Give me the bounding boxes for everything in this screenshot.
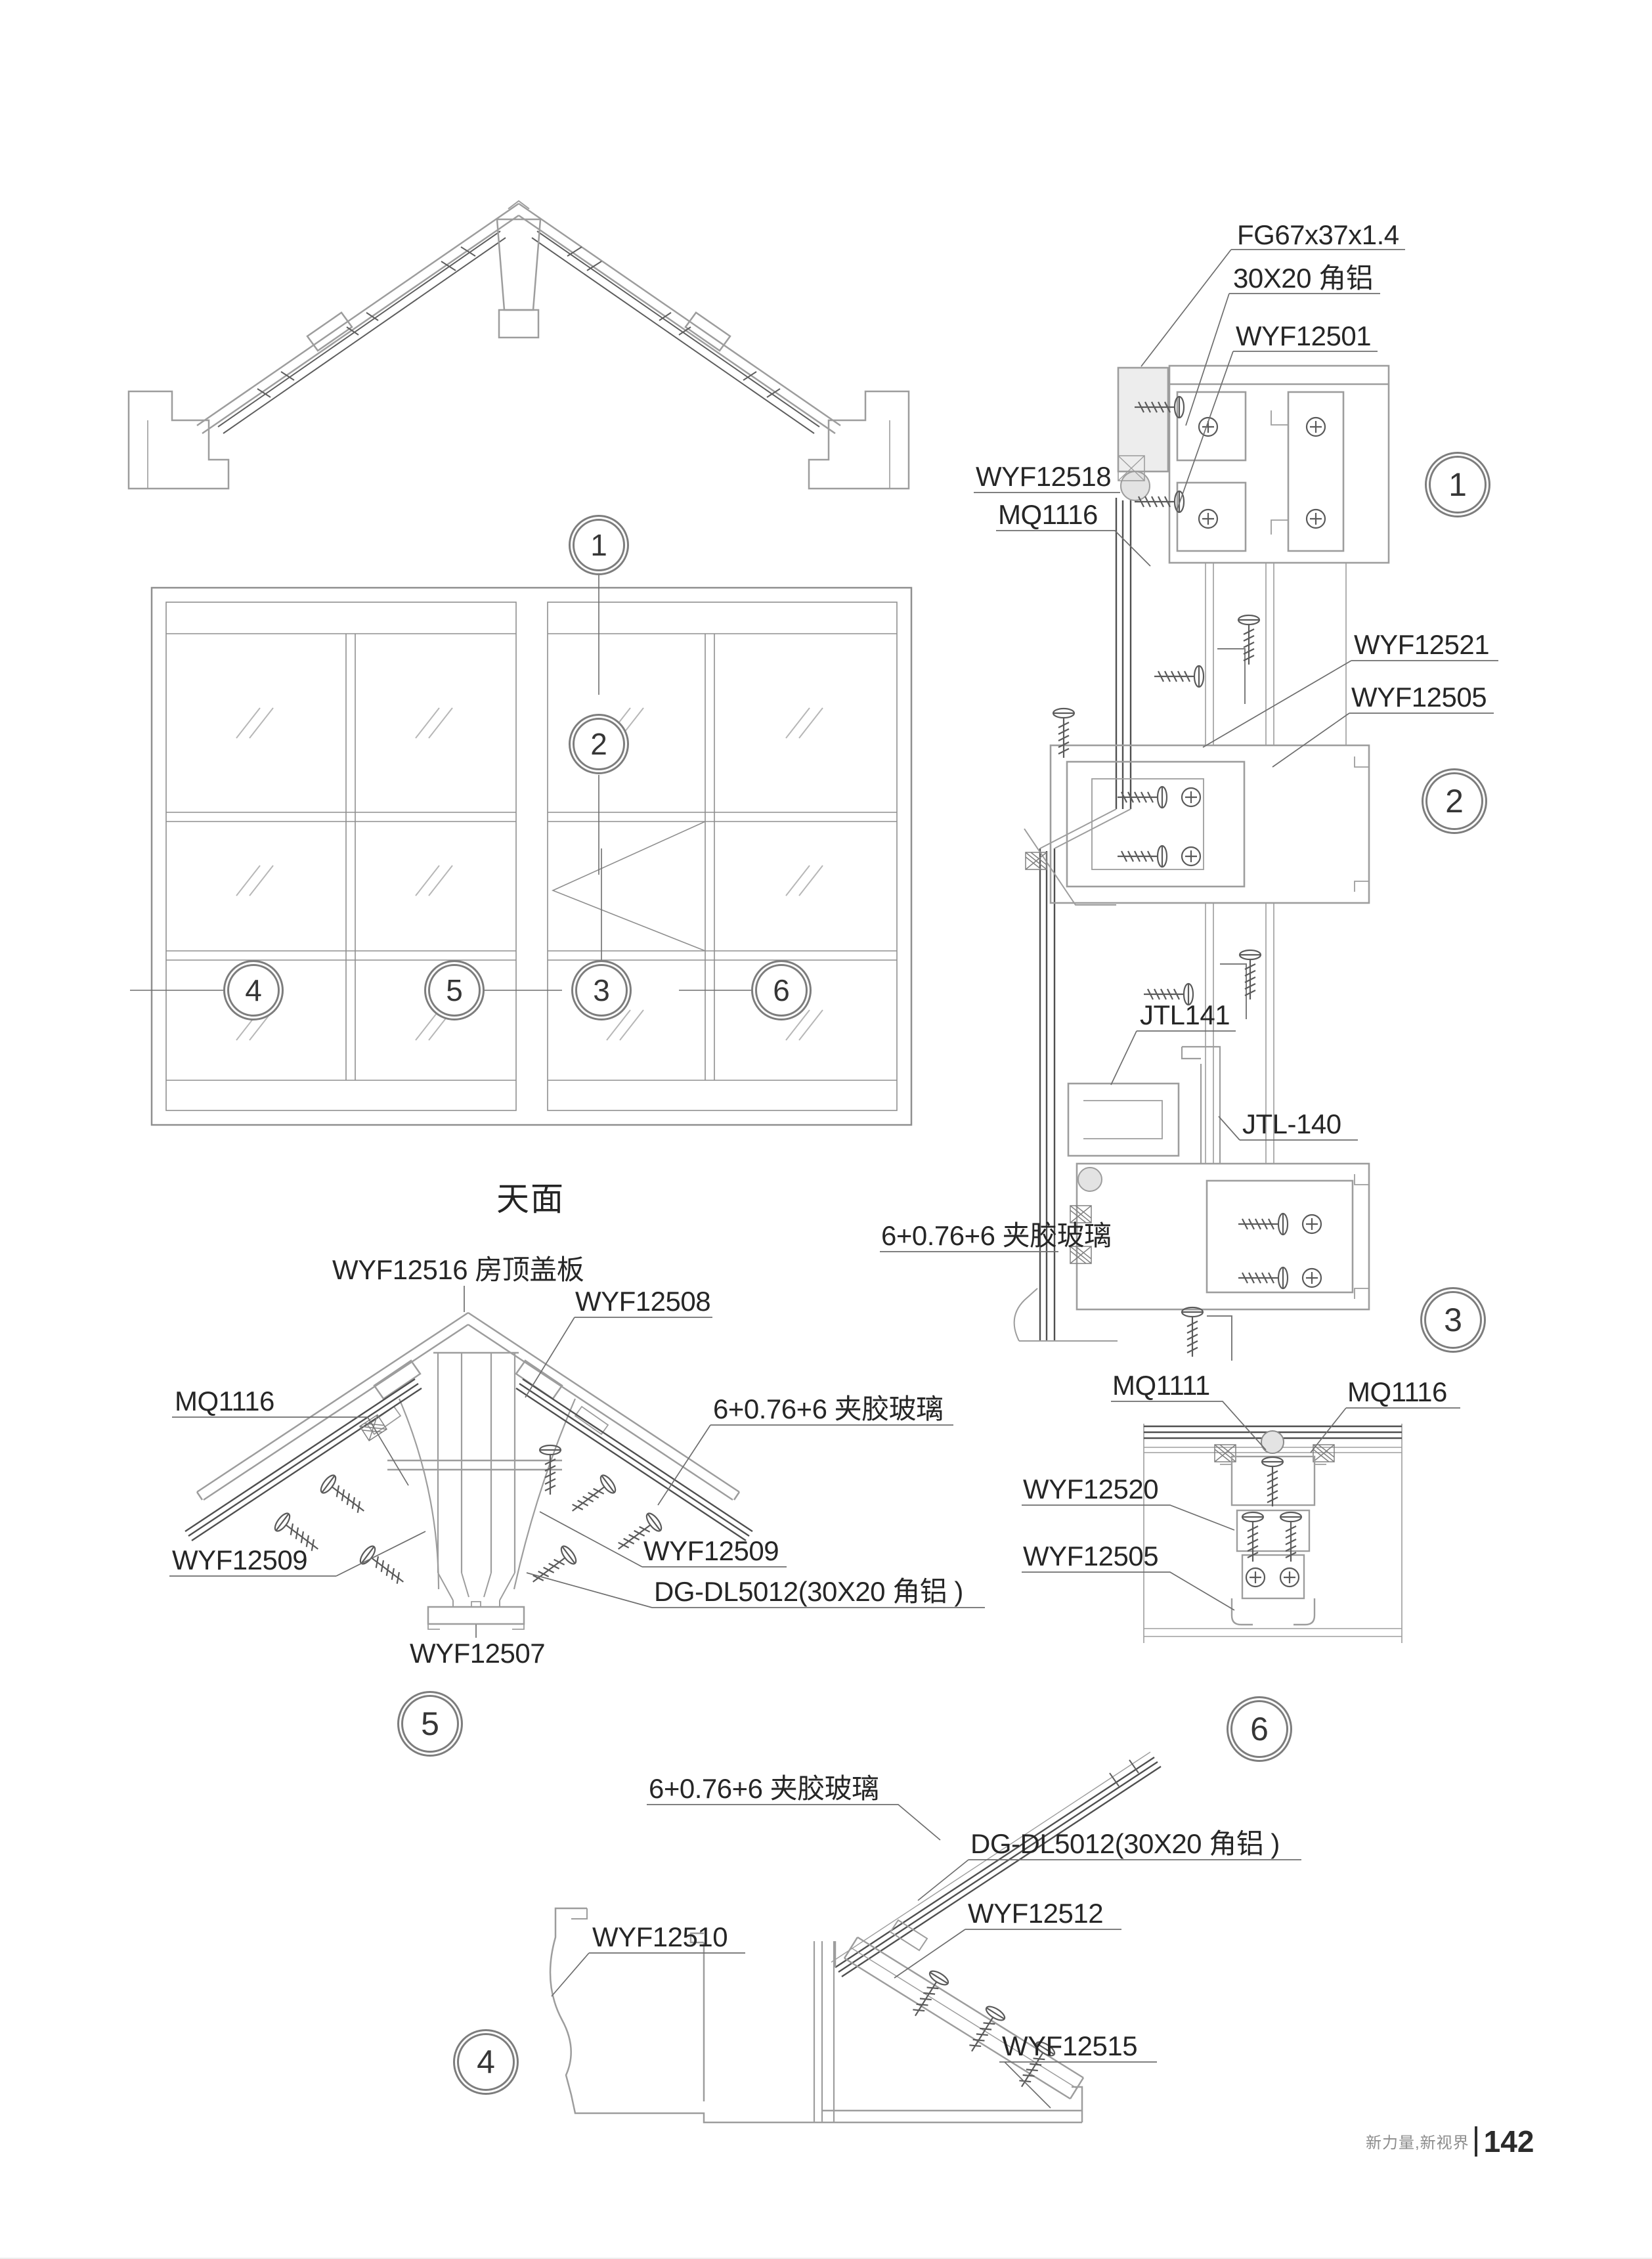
detail-marker-5: 5 bbox=[397, 1691, 463, 1757]
right-section-drawing bbox=[1013, 364, 1390, 1361]
label-wyf12505-d2: WYF12505 bbox=[1351, 682, 1487, 713]
detail-marker-3: 3 bbox=[1420, 1287, 1486, 1353]
label-wyf12518: WYF12518 bbox=[976, 461, 1112, 492]
label-mq1111: MQ1111 bbox=[1112, 1370, 1210, 1401]
plan-title: 天面 bbox=[496, 1181, 565, 1217]
label-wyf12512: WYF12512 bbox=[968, 1898, 1104, 1929]
plan-marker-leaders bbox=[130, 575, 751, 991]
detail-5-ridge-drawing bbox=[185, 1311, 753, 1630]
label-wyf12515: WYF12515 bbox=[1002, 2030, 1138, 2061]
plan-marker-2: 2 bbox=[569, 714, 629, 774]
plan-marker-4: 4 bbox=[223, 960, 284, 1020]
roof-ridge-section-drawing bbox=[127, 200, 910, 490]
label-dg-dl5012-d5: DG-DL5012(30X20 角铝 ) bbox=[654, 1576, 963, 1607]
footer-slogan: 新力量,新视界 bbox=[1366, 2134, 1469, 2152]
label-wyf12509-left: WYF12509 bbox=[172, 1545, 308, 1575]
label-wyf12507: WYF12507 bbox=[410, 1638, 546, 1669]
label-laminated-glass-d4: 6+0.76+6 夹胶玻璃 bbox=[649, 1773, 879, 1804]
label-jtl141: JTL141 bbox=[1140, 999, 1230, 1030]
detail-marker-2: 2 bbox=[1422, 768, 1487, 834]
detail-marker-4: 4 bbox=[453, 2029, 519, 2095]
label-laminated-glass-d5: 6+0.76+6 夹胶玻璃 bbox=[713, 1393, 944, 1424]
detail-marker-1: 1 bbox=[1425, 452, 1490, 517]
footer: 新力量,新视界 142 bbox=[1366, 2126, 1534, 2157]
plan-view-drawing bbox=[130, 575, 913, 1126]
footer-page-number: 142 bbox=[1483, 2124, 1534, 2159]
plan-marker-5: 5 bbox=[424, 960, 485, 1020]
label-laminated-glass-d3: 6+0.76+6 夹胶玻璃 bbox=[881, 1220, 1112, 1251]
label-wyf12508: WYF12508 bbox=[575, 1286, 711, 1317]
detail-6-mullion-drawing bbox=[1143, 1424, 1402, 1643]
section-1-drawing bbox=[1117, 364, 1390, 564]
plan-open-triangle bbox=[551, 821, 706, 952]
label-mq1116-d6: MQ1116 bbox=[1347, 1376, 1447, 1407]
label-wyf12509-right: WYF12509 bbox=[643, 1535, 779, 1566]
section-3-drawing bbox=[1013, 1045, 1370, 1361]
footer-divider bbox=[1474, 2126, 1477, 2157]
label-corner-aluminium-30x20: 30X20 角铝 bbox=[1233, 263, 1374, 294]
plan-marker-1: 1 bbox=[569, 515, 629, 575]
label-wyf12521: WYF12521 bbox=[1354, 629, 1490, 660]
label-dg-dl5012-d4: DG-DL5012(30X20 角铝 ) bbox=[970, 1828, 1280, 1859]
label-fg67-profile: FG67x37x1.4 bbox=[1237, 219, 1399, 250]
label-wyf12505-d6: WYF12505 bbox=[1023, 1541, 1159, 1571]
detail-4-gutter-drawing bbox=[549, 1751, 1162, 2124]
detail-marker-6: 6 bbox=[1227, 1696, 1292, 1762]
label-mq1116-d1: MQ1116 bbox=[998, 499, 1098, 530]
label-jtl-140: JTL-140 bbox=[1242, 1108, 1341, 1139]
section-2-drawing bbox=[1049, 744, 1370, 904]
leader-lines bbox=[169, 249, 1498, 2109]
label-wyf12510: WYF12510 bbox=[592, 1921, 728, 1952]
label-wyf12501: WYF12501 bbox=[1236, 320, 1372, 351]
label-mq1116-d5: MQ1116 bbox=[175, 1386, 274, 1416]
label-wyf12520: WYF12520 bbox=[1023, 1474, 1159, 1504]
plan-marker-3: 3 bbox=[571, 960, 632, 1020]
plan-marker-6: 6 bbox=[751, 960, 812, 1020]
label-wyf12516-roof-cap: WYF12516 房顶盖板 bbox=[332, 1254, 584, 1285]
